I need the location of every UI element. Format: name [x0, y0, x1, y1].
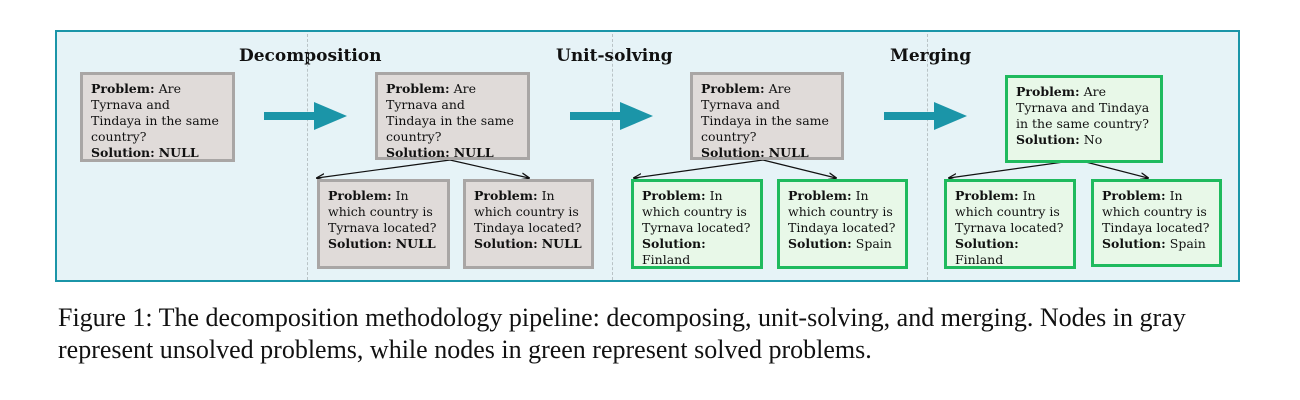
solution-value: Spain — [1169, 236, 1206, 251]
problem-label: Problem: — [1016, 84, 1080, 99]
solution-label: Solution: — [1102, 236, 1166, 251]
stage-arrow — [264, 102, 347, 130]
node-root: Problem: Are Tyrnava and Tindaya in the … — [375, 72, 530, 160]
stage-divider — [927, 34, 928, 280]
problem-text: In which country is Tyrnava located? — [328, 188, 437, 235]
solution-label: Solution: — [386, 145, 450, 160]
solution-value: NULL — [453, 145, 494, 160]
stage-title-merging: Merging — [890, 46, 972, 66]
stage-arrow — [570, 102, 653, 130]
node-child: Problem: In which country is Tindaya loc… — [777, 179, 908, 269]
solution-label: Solution: — [474, 236, 538, 251]
solution-label: Solution: — [701, 145, 765, 160]
figure-caption: Figure 1: The decomposition methodology … — [58, 303, 1186, 364]
node-child: Problem: In which country is Tindaya loc… — [1091, 179, 1222, 267]
node-child: Problem: In which country is Tindaya loc… — [463, 179, 594, 269]
stage-arrow — [884, 102, 967, 130]
problem-label: Problem: — [642, 188, 706, 203]
problem-label: Problem: — [788, 188, 852, 203]
solution-value: No — [1083, 132, 1103, 147]
problem-label: Problem: — [955, 188, 1019, 203]
edge-arrow — [317, 159, 451, 178]
problem-text: In which country is Tindaya located? — [1102, 188, 1210, 235]
problem-label: Problem: — [386, 81, 450, 96]
problem-text: Are Tyrnava and Tindaya in the same coun… — [701, 81, 829, 144]
problem-text: Are Tyrnava and Tindaya in the same coun… — [386, 81, 514, 144]
solution-label: Solution: — [91, 145, 155, 160]
edge-arrow — [949, 159, 1079, 178]
stage-divider — [612, 34, 613, 280]
pipeline-figure: Decomposition Unit-solving Merging — [55, 30, 1240, 282]
stage-divider — [307, 34, 308, 280]
node-root: Problem: Are Tyrnava and Tindaya in the … — [1005, 75, 1163, 163]
solution-value: NULL — [395, 236, 436, 251]
node-child: Problem: In which country is Tyrnava loc… — [631, 179, 763, 269]
solution-label: Solution: — [955, 236, 1019, 251]
node-root: Problem: Are Tyrnava and Tindaya in the … — [80, 72, 235, 162]
problem-label: Problem: — [91, 81, 155, 96]
edges-layer — [264, 102, 1238, 280]
problem-text: Are Tyrnava and Tindaya in the same coun… — [91, 81, 219, 144]
problem-text: In which country is Tindaya located? — [788, 188, 896, 235]
solution-value: NULL — [541, 236, 582, 251]
problem-text: Are Tyrnava and Tindaya in the same coun… — [1016, 84, 1150, 131]
solution-value: NULL — [158, 145, 199, 160]
problem-text: In which country is Tindaya located? — [474, 188, 582, 235]
solution-value: Spain — [855, 236, 892, 251]
stage-title-unit-solving: Unit-solving — [556, 46, 673, 66]
node-child: Problem: In which country is Tyrnava loc… — [317, 179, 450, 269]
problem-label: Problem: — [1102, 188, 1166, 203]
node-child: Problem: In which country is Tyrnava loc… — [944, 179, 1076, 269]
problem-text: In which country is Tyrnava located? — [642, 188, 751, 235]
solution-label: Solution: — [1016, 132, 1080, 147]
problem-text: In which country is Tyrnava located? — [955, 188, 1064, 235]
solution-value: Finland — [955, 252, 1004, 267]
edge-arrow — [634, 159, 764, 178]
solution-label: Solution: — [788, 236, 852, 251]
edge-arrow — [762, 159, 836, 178]
solution-value: Finland — [642, 252, 691, 267]
solution-label: Solution: — [328, 236, 392, 251]
problem-label: Problem: — [328, 188, 392, 203]
node-root: Problem: Are Tyrnava and Tindaya in the … — [690, 72, 844, 160]
edge-arrow — [449, 159, 529, 178]
edge-arrow — [1077, 159, 1148, 178]
solution-value: NULL — [768, 145, 809, 160]
problem-label: Problem: — [701, 81, 765, 96]
stage-title-decomposition: Decomposition — [239, 46, 382, 66]
problem-label: Problem: — [474, 188, 538, 203]
solution-label: Solution: — [642, 236, 706, 251]
